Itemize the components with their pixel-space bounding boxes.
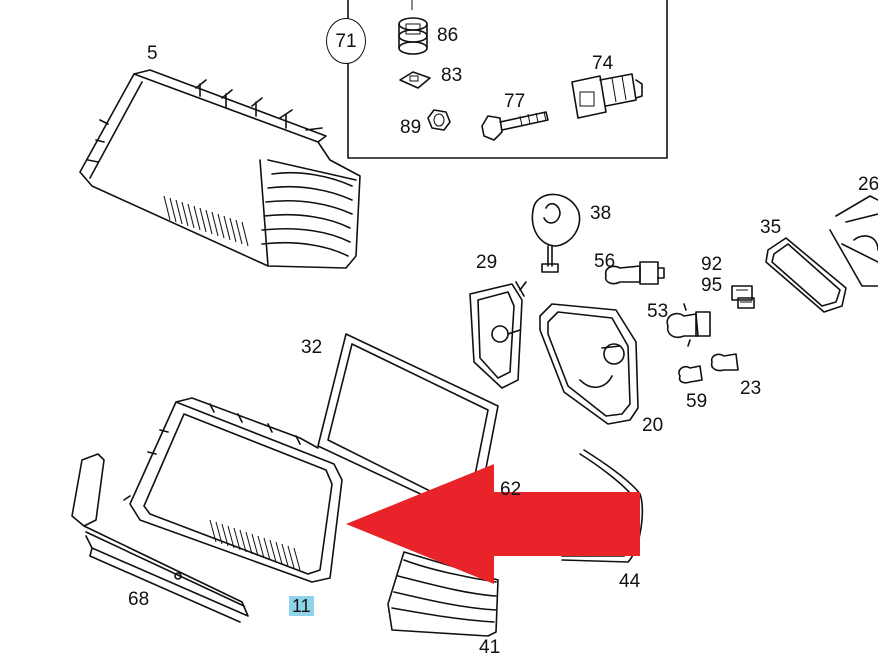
callout-20: 20 <box>642 415 664 436</box>
part-20-headlight <box>539 303 639 425</box>
part-77-bolt <box>481 111 549 141</box>
part-68-trim <box>71 453 249 623</box>
part-26-side-lamp <box>829 195 878 287</box>
callout-41: 41 <box>479 637 501 658</box>
part-56-bulb <box>604 261 665 285</box>
fastener-inset-box <box>347 0 668 159</box>
callout-11-highlighted: 11 <box>289 596 314 616</box>
callout-74: 74 <box>592 53 614 74</box>
callout-44: 44 <box>619 571 641 592</box>
callout-38: 38 <box>590 203 612 224</box>
part-53-bulb <box>666 303 711 347</box>
red-pointer-arrow <box>346 464 640 584</box>
callout-35: 35 <box>760 217 782 238</box>
callout-89: 89 <box>400 117 422 138</box>
callout-86: 86 <box>437 25 459 46</box>
part-92-95-connector <box>731 285 755 309</box>
part-5-headlamp-housing <box>79 69 361 269</box>
callout-68: 68 <box>128 589 150 610</box>
part-83-clip <box>399 71 431 89</box>
callout-59: 59 <box>686 391 708 412</box>
callout-71: 71 <box>326 18 366 64</box>
part-23-bulb <box>710 353 739 372</box>
callout-23: 23 <box>740 378 762 399</box>
callout-53: 53 <box>647 301 669 322</box>
part-29-fog-lamp <box>469 281 527 389</box>
part-89-nut <box>427 109 451 131</box>
part-35-gasket <box>765 237 847 313</box>
callout-83: 83 <box>441 65 463 86</box>
callout-62: 62 <box>500 479 522 500</box>
callout-32: 32 <box>301 337 323 358</box>
part-74-connector <box>571 73 643 119</box>
callout-77: 77 <box>504 91 526 112</box>
part-59-bulb <box>678 365 703 384</box>
part-38-socket <box>531 193 581 273</box>
callout-5: 5 <box>147 43 158 64</box>
callout-29: 29 <box>476 252 498 273</box>
part-86-nut <box>398 17 428 55</box>
callout-92: 92 <box>701 254 723 275</box>
callout-26: 26 <box>858 174 878 195</box>
part-11-headlamp-housing <box>123 397 343 583</box>
callout-56: 56 <box>594 251 616 272</box>
callout-95: 95 <box>701 275 723 296</box>
